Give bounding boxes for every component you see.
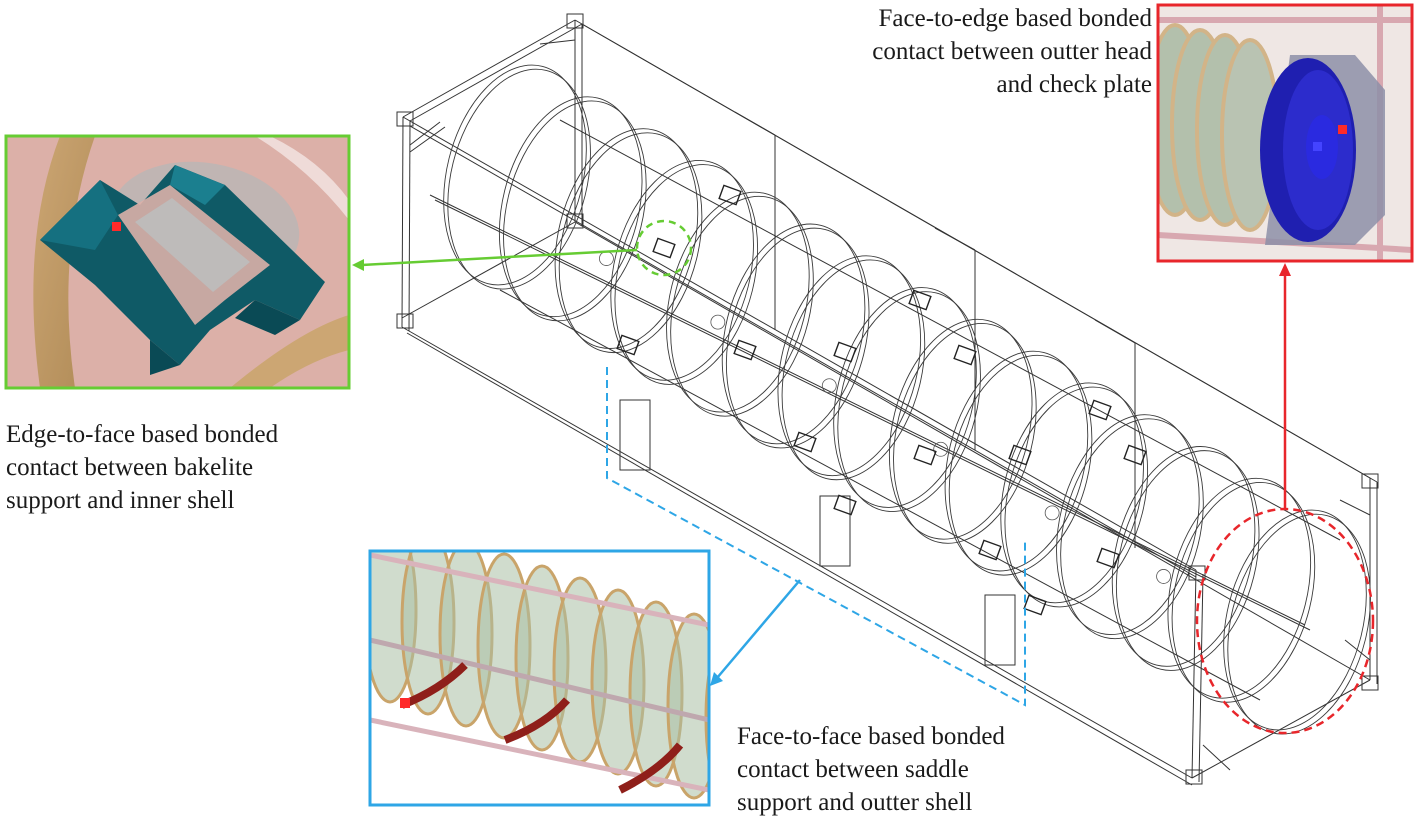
disc-outline (1167, 477, 1312, 699)
disc-hole (1044, 505, 1060, 521)
caption-line: and check plate (996, 71, 1152, 98)
disc-outline (1171, 481, 1316, 703)
green-arrow-head (352, 259, 364, 271)
caption-line: contact between saddle (737, 756, 969, 783)
disc-outline (1223, 509, 1367, 731)
green-inset-border (4, 134, 351, 390)
caption-line: contact between outter head (872, 38, 1152, 65)
bakelite-support (616, 334, 640, 356)
caption-line: support and outter shell (737, 789, 973, 816)
inset-saddle-support (370, 551, 709, 805)
caption-top-right: Face-to-edge based bonded contact betwee… (800, 2, 1152, 101)
blue-arrow-line (716, 579, 801, 679)
caption-line: Edge-to-face based bonded (6, 421, 279, 448)
disc-outline (781, 259, 926, 481)
disc-outline (443, 64, 587, 286)
caption-line: Face-to-face based bonded (737, 723, 1005, 750)
disc-outline (888, 318, 1033, 540)
bakelite-support (913, 444, 937, 466)
inset-bakelite-support (6, 136, 349, 388)
green-callout-circle (635, 219, 693, 277)
disc-outline (447, 68, 591, 290)
disc-outline (670, 195, 814, 417)
disc-outline (1115, 450, 1260, 671)
bakelite-support (833, 494, 857, 516)
bakelite-support (652, 237, 676, 259)
caption-line: Face-to-edge based bonded (878, 5, 1153, 32)
disc-stack (443, 64, 1371, 735)
disc-hole (821, 378, 837, 394)
disc-outline (833, 287, 977, 508)
bakelite-support (833, 341, 857, 363)
bakelite-support (1096, 547, 1120, 569)
disc-hole (933, 441, 949, 457)
disc-outline (725, 227, 870, 449)
disc-outline (777, 255, 922, 477)
blue-callout-region (606, 367, 1026, 707)
disc-outline (503, 100, 647, 322)
blue-inset-border (368, 549, 711, 807)
disc-outline (944, 350, 1089, 572)
bakelite-supports (616, 184, 1147, 616)
main-wireframe (396, 13, 1379, 786)
disc-outline (1060, 418, 1204, 640)
disc-outline (837, 291, 981, 512)
disc-outline (558, 132, 703, 354)
disc-hole (1156, 569, 1171, 584)
bakelite-support (953, 344, 977, 366)
red-arrow-head (1279, 263, 1291, 276)
blue-arrow-head (710, 672, 723, 686)
bakelite-support (978, 539, 1002, 561)
disc-outline (1111, 446, 1256, 667)
bakelite-support (1008, 444, 1032, 466)
red-inset-border (1156, 3, 1414, 263)
disc-outline (666, 191, 810, 413)
disc-outline (1004, 386, 1149, 608)
frame (396, 13, 1379, 786)
caption-left: Edge-to-face based bonded contact betwee… (6, 418, 352, 517)
bakelite-support (793, 431, 817, 453)
bakelite-support (1023, 594, 1047, 616)
green-arrow-line (361, 248, 638, 267)
bakelite-support (718, 184, 742, 206)
disc-outline (893, 323, 1037, 544)
tie-rods (429, 119, 1341, 701)
bakelite-support (1123, 444, 1147, 466)
caption-line: contact between bakelite (6, 454, 254, 481)
disc-outline (554, 128, 699, 349)
disc-outline (614, 164, 759, 385)
disc-hole (599, 251, 614, 266)
inset-outter-head (1158, 5, 1412, 261)
disc-outline (610, 159, 754, 381)
disc-outline (498, 96, 643, 318)
disc-outline (721, 223, 866, 445)
inset-disc (666, 612, 709, 800)
caption-line: support and inner shell (6, 487, 235, 514)
disc-outline (1056, 414, 1200, 636)
disc-outline (948, 354, 1093, 576)
disc-hole (710, 314, 726, 330)
bakelite-support (733, 339, 757, 361)
red-callout-ellipse (1195, 507, 1375, 735)
bakelite-support (1088, 399, 1112, 421)
bakelite-support (908, 289, 932, 311)
caption-bottom: Face-to-face based bonded contact betwee… (737, 720, 1077, 819)
